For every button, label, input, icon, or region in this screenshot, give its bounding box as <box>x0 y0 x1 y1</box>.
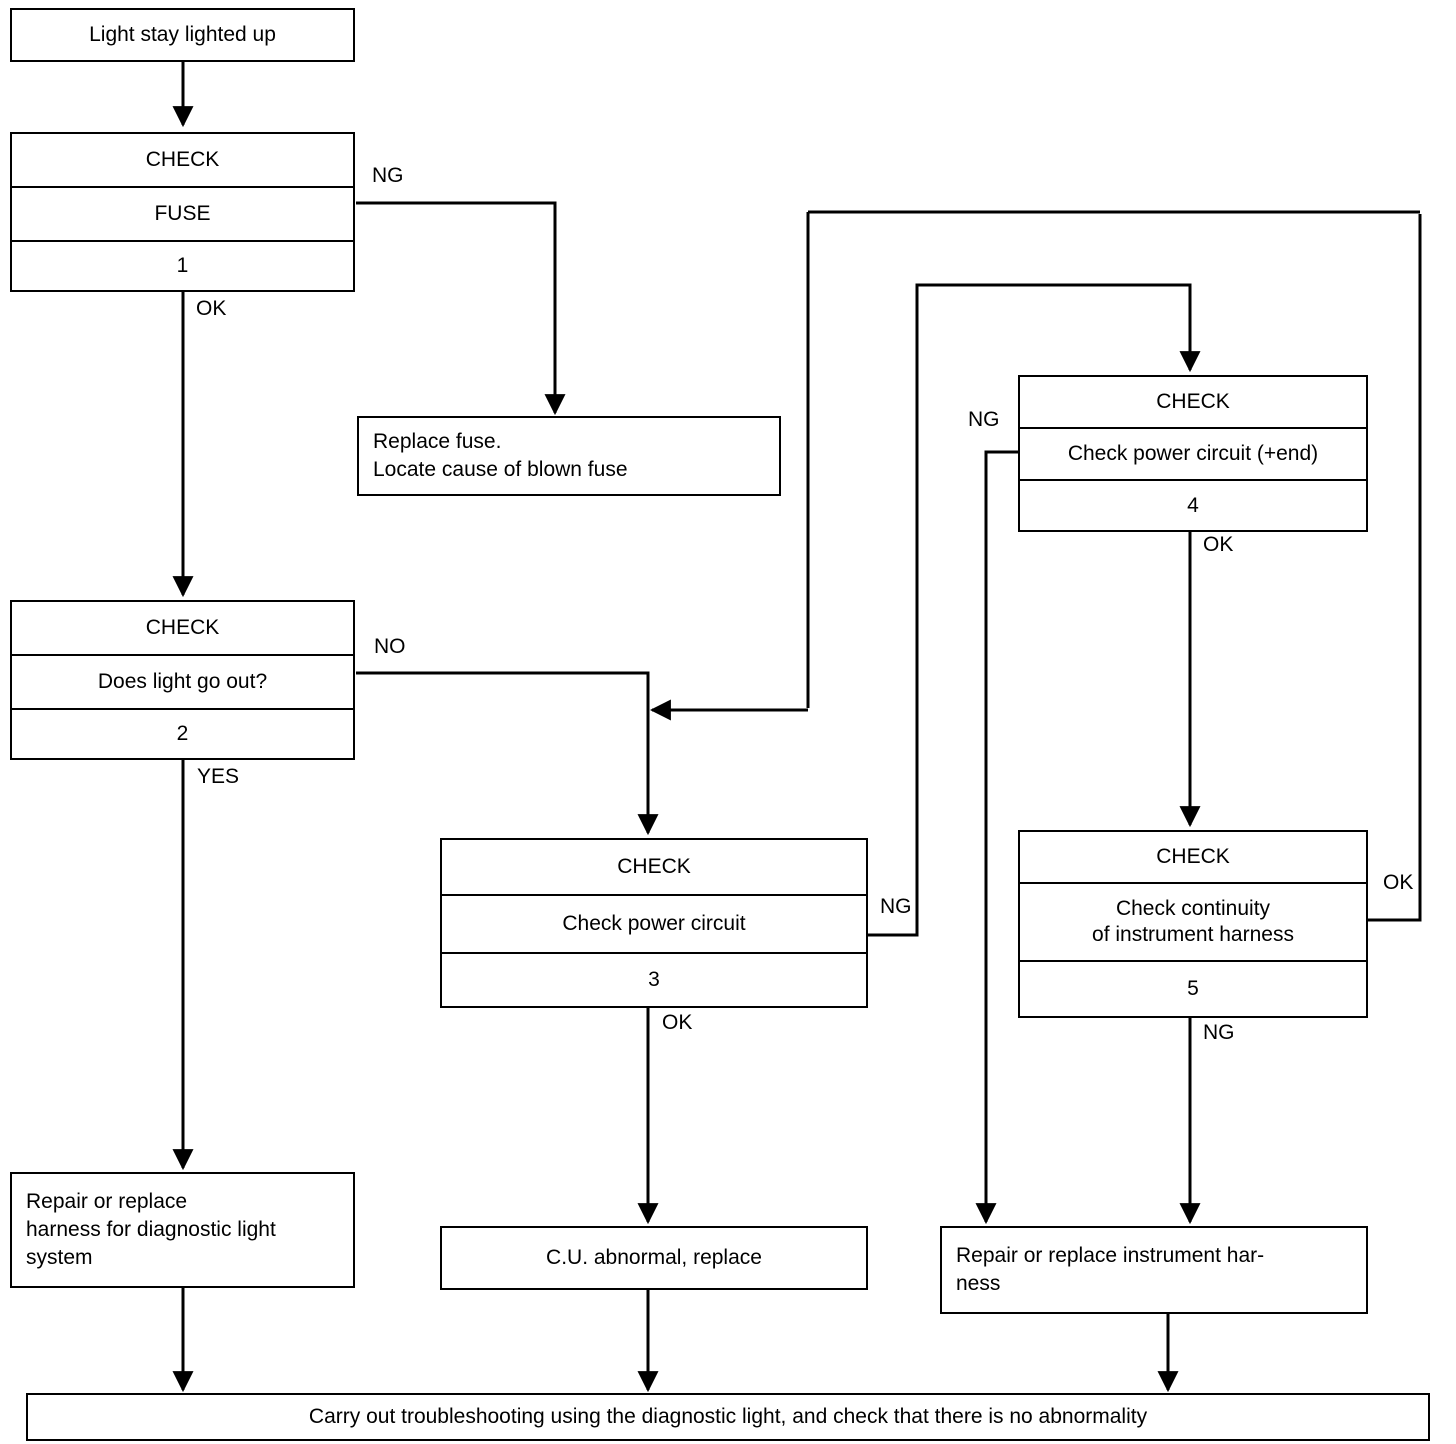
node-check-4: CHECK Check power circuit (+end) 4 <box>1018 375 1368 532</box>
node-repair-diagnostic-harness-label: Repair or replace harness for diagnostic… <box>26 1190 276 1269</box>
check-3-header: CHECK <box>617 855 691 878</box>
check-2-number: 2 <box>12 708 353 758</box>
check-5-body: Check continuity of instrument harness <box>1020 882 1366 960</box>
node-cu-abnormal-label: C.U. abnormal, replace <box>546 1246 762 1269</box>
check-1-number: 1 <box>12 240 353 290</box>
check-4-body: Check power circuit (+end) <box>1020 427 1366 479</box>
node-repair-instrument-harness: Repair or replace instrument har- ness <box>940 1226 1368 1314</box>
edge-label-check1-ok: OK <box>196 297 227 320</box>
check-1-body: FUSE <box>12 186 353 240</box>
check-4-header: CHECK <box>1156 390 1230 413</box>
node-final-verification: Carry out troubleshooting using the diag… <box>26 1393 1430 1441</box>
edge-label-check5-ng: NG <box>1203 1021 1235 1044</box>
edge-label-check2-yes: YES <box>197 765 240 788</box>
check-3-number: 3 <box>442 952 866 1006</box>
node-repair-diagnostic-harness: Repair or replace harness for diagnostic… <box>10 1172 355 1288</box>
node-check-2: CHECK Does light go out? 2 <box>10 600 355 760</box>
edge-label-check2-no: NO <box>374 635 406 658</box>
check-2-header: CHECK <box>145 616 220 639</box>
node-start-label: Light stay lighted up <box>89 23 276 46</box>
edge-label-check5-ok: OK <box>1383 871 1414 894</box>
node-check-1: CHECK FUSE 1 <box>10 132 355 292</box>
node-replace-fuse: Replace fuse. Locate cause of blown fuse <box>357 416 781 496</box>
edge-label-check3-ng: NG <box>880 895 912 918</box>
check-5-number: 5 <box>1020 960 1366 1016</box>
check-1-header: CHECK <box>145 148 220 171</box>
node-repair-instrument-harness-label: Repair or replace instrument har- ness <box>956 1244 1265 1295</box>
node-replace-fuse-label: Replace fuse. Locate cause of blown fuse <box>373 430 628 481</box>
check-5-header: CHECK <box>1156 845 1230 868</box>
edge-label-check1-ng: NG <box>372 164 404 187</box>
node-final-verification-label: Carry out troubleshooting using the diag… <box>308 1405 1148 1428</box>
edge-label-check4-ok: OK <box>1203 533 1234 556</box>
node-cu-abnormal: C.U. abnormal, replace <box>440 1226 868 1290</box>
check-3-body: Check power circuit <box>442 894 866 952</box>
check-4-number: 4 <box>1020 479 1366 530</box>
node-start: Light stay lighted up <box>10 8 355 62</box>
check-2-body: Does light go out? <box>12 654 353 708</box>
edge-label-check3-ok: OK <box>662 1011 693 1034</box>
node-check-5: CHECK Check continuity of instrument har… <box>1018 830 1368 1018</box>
node-check-3: CHECK Check power circuit 3 <box>440 838 868 1008</box>
edge-label-check4-ng: NG <box>968 408 1000 431</box>
